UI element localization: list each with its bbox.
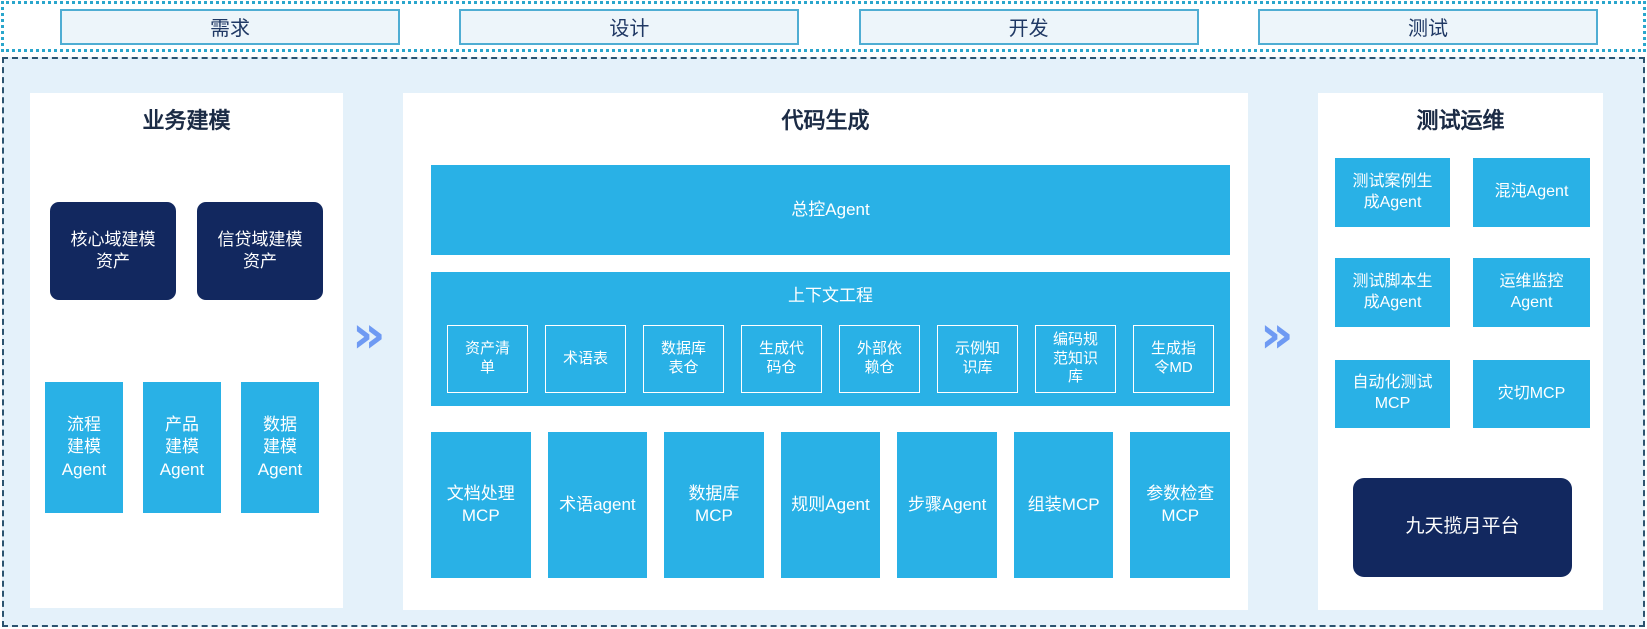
phase-box-testing: 测试 <box>1257 8 1598 45</box>
database-table-repo-box: 数据库 表仓 <box>643 325 724 393</box>
test-script-generation-agent-box: 测试脚本生 成Agent <box>1335 258 1450 327</box>
phase-bar: 需求 设计 开发 测试 <box>1 1 1646 52</box>
automated-testing-mcp-box: 自动化测试 MCP <box>1335 360 1450 428</box>
pipeline-container: 业务建模 核心域建模 资产 信贷域建模 资产 流程 建模 Agent 产品 建模… <box>2 57 1645 627</box>
core-domain-modeling-assets-box: 核心域建模 资产 <box>50 202 176 300</box>
panel-code-generation: 代码生成 总控Agent 上下文工程 资产清 单 术语表 数据库 表仓 生成代 … <box>403 93 1248 610</box>
terminology-agent-box: 术语agent <box>547 432 648 578</box>
panel-test-ops: 测试运维 测试案例生 成Agent 混沌Agent 测试脚本生 成Agent 运… <box>1318 93 1603 610</box>
database-mcp-box: 数据库 MCP <box>664 432 764 578</box>
test-case-generation-agent-box: 测试案例生 成Agent <box>1335 158 1450 227</box>
master-control-agent-bar: 总控Agent <box>431 165 1230 255</box>
document-processing-mcp-box: 文档处理 MCP <box>431 432 531 578</box>
chaos-agent-box: 混沌Agent <box>1473 158 1590 227</box>
disaster-switch-mcp-box: 灾切MCP <box>1473 360 1590 428</box>
rule-agent-box: 规则Agent <box>780 432 881 578</box>
ops-monitoring-agent-box: 运维监控 Agent <box>1473 258 1590 327</box>
panel-title-business-modeling: 业务建模 <box>142 108 231 133</box>
flow-arrow-icon: » <box>1260 305 1294 365</box>
data-modeling-agent-box: 数据 建模 Agent <box>241 382 319 513</box>
panel-business-modeling: 业务建模 核心域建模 资产 信贷域建模 资产 流程 建模 Agent 产品 建模… <box>30 93 343 608</box>
asset-list-box: 资产清 单 <box>447 325 528 393</box>
credit-domain-modeling-assets-box: 信贷域建模 资产 <box>197 202 323 300</box>
glossary-box: 术语表 <box>545 325 626 393</box>
phase-box-requirements: 需求 <box>60 8 400 45</box>
process-modeling-agent-box: 流程 建模 Agent <box>45 382 123 513</box>
generated-code-repo-box: 生成代 码仓 <box>741 325 822 393</box>
jiutian-lanyue-platform-box: 九天揽月平台 <box>1353 478 1572 577</box>
product-modeling-agent-box: 产品 建模 Agent <box>143 382 221 513</box>
context-engineering-title: 上下文工程 <box>788 286 873 305</box>
panel-title-test-ops: 测试运维 <box>1416 108 1505 133</box>
phase-box-development: 开发 <box>858 8 1199 45</box>
phase-box-design: 设计 <box>459 8 800 45</box>
panel-title-code-generation: 代码生成 <box>781 108 870 133</box>
worker-agents-row: 文档处理 MCP 术语agent 数据库 MCP 规则Agent 步骤Agent… <box>431 432 1231 578</box>
generation-instruction-md-box: 生成指 令MD <box>1133 325 1214 393</box>
context-engineering-section: 上下文工程 资产清 单 术语表 数据库 表仓 生成代 码仓 外部依 赖仓 示例知… <box>431 272 1230 406</box>
context-items-row: 资产清 单 术语表 数据库 表仓 生成代 码仓 外部依 赖仓 示例知 识库 编码… <box>447 325 1214 393</box>
assembly-mcp-box: 组装MCP <box>1013 432 1114 578</box>
external-dependency-repo-box: 外部依 赖仓 <box>839 325 920 393</box>
step-agent-box: 步骤Agent <box>897 432 997 578</box>
example-knowledge-base-box: 示例知 识库 <box>937 325 1018 393</box>
parameter-check-mcp-box: 参数检查 MCP <box>1130 432 1231 578</box>
coding-standard-knowledge-base-box: 编码规 范知识 库 <box>1035 325 1116 393</box>
flow-arrow-icon: » <box>352 305 386 365</box>
